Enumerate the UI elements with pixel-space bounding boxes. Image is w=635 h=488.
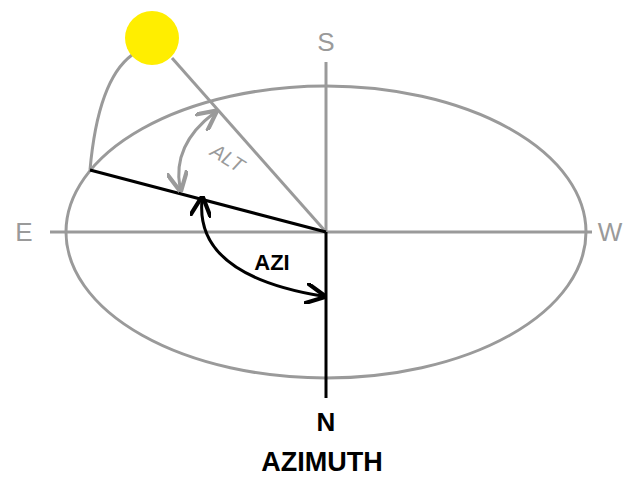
altitude-arc: [90, 55, 132, 170]
sun: [125, 11, 179, 65]
alt-angle-arrow: [179, 113, 214, 188]
sun-ray: [172, 58, 326, 232]
caption: AZIMUTH: [261, 449, 382, 476]
azi-angle-arrow: [202, 200, 322, 296]
compass-label: N: [317, 409, 336, 435]
north-axis: [325, 232, 328, 398]
angle-label: AZI: [254, 252, 289, 274]
sun-bearing: [90, 170, 326, 232]
compass-label: E: [15, 219, 32, 245]
south-axis: [325, 62, 328, 232]
compass-label: W: [598, 219, 623, 245]
angle-label: ALT: [208, 140, 248, 176]
compass-label: S: [317, 29, 334, 55]
